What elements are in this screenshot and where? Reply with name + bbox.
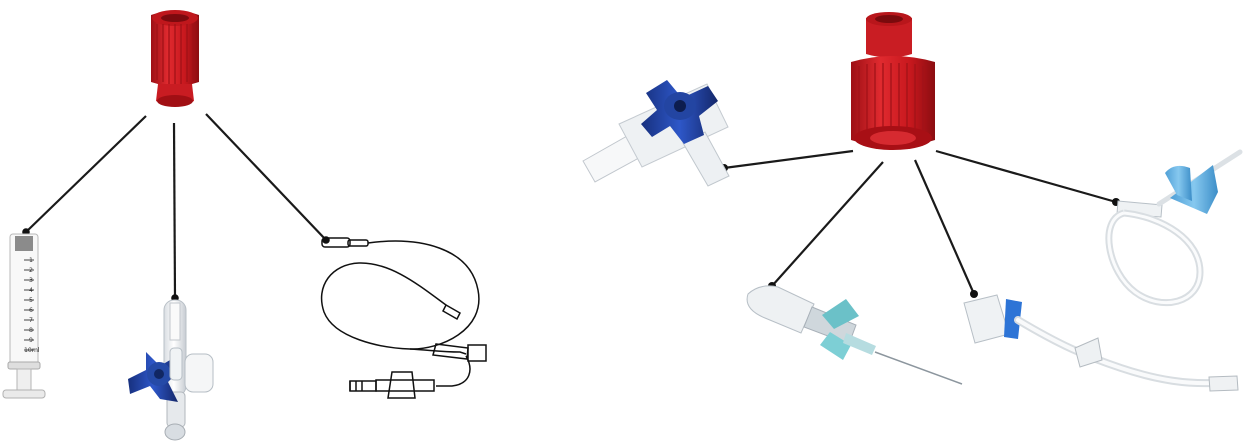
infusion-set-drawing xyxy=(320,237,487,399)
left-panel: 1 2 3 4 5 6 7 8 9 10ml xyxy=(2,10,487,441)
left-red-cap xyxy=(151,10,199,107)
syringe-mark-1: 1 xyxy=(29,257,33,264)
syringe-mark-3: 3 xyxy=(29,277,33,284)
syringe-image: 1 2 3 4 5 6 7 8 9 10ml xyxy=(2,233,46,399)
right-connector-cannula xyxy=(771,161,884,287)
right-connector-stopcock xyxy=(723,149,854,170)
right-connector-extension xyxy=(913,159,976,295)
syringe-mark-4: 4 xyxy=(29,287,33,294)
syringe-mark-10ml: 10ml xyxy=(24,347,40,354)
left-connector-infusion-set xyxy=(205,113,327,241)
syringe-mark-2: 2 xyxy=(29,267,33,274)
left-connector-stopcock xyxy=(172,122,177,299)
syringe-mark-5: 5 xyxy=(29,297,33,304)
right-connector-dot-extension xyxy=(970,290,978,298)
syringe-mark-7: 7 xyxy=(29,317,33,324)
syringe-mark-6: 6 xyxy=(29,307,33,314)
cannula-image xyxy=(746,285,963,385)
syringe-mark-8: 8 xyxy=(29,327,33,334)
right-connector-butterfly xyxy=(935,149,1117,204)
left-connector-syringe xyxy=(25,115,147,233)
butterfly-set-image xyxy=(1105,149,1243,307)
left-stopcock-image xyxy=(128,299,214,441)
right-stopcock-image xyxy=(582,80,730,187)
syringe-mark-9: 9 xyxy=(29,337,33,344)
right-red-cap xyxy=(851,12,935,150)
right-panel xyxy=(582,12,1243,392)
extension-tubing-image xyxy=(963,294,1239,392)
